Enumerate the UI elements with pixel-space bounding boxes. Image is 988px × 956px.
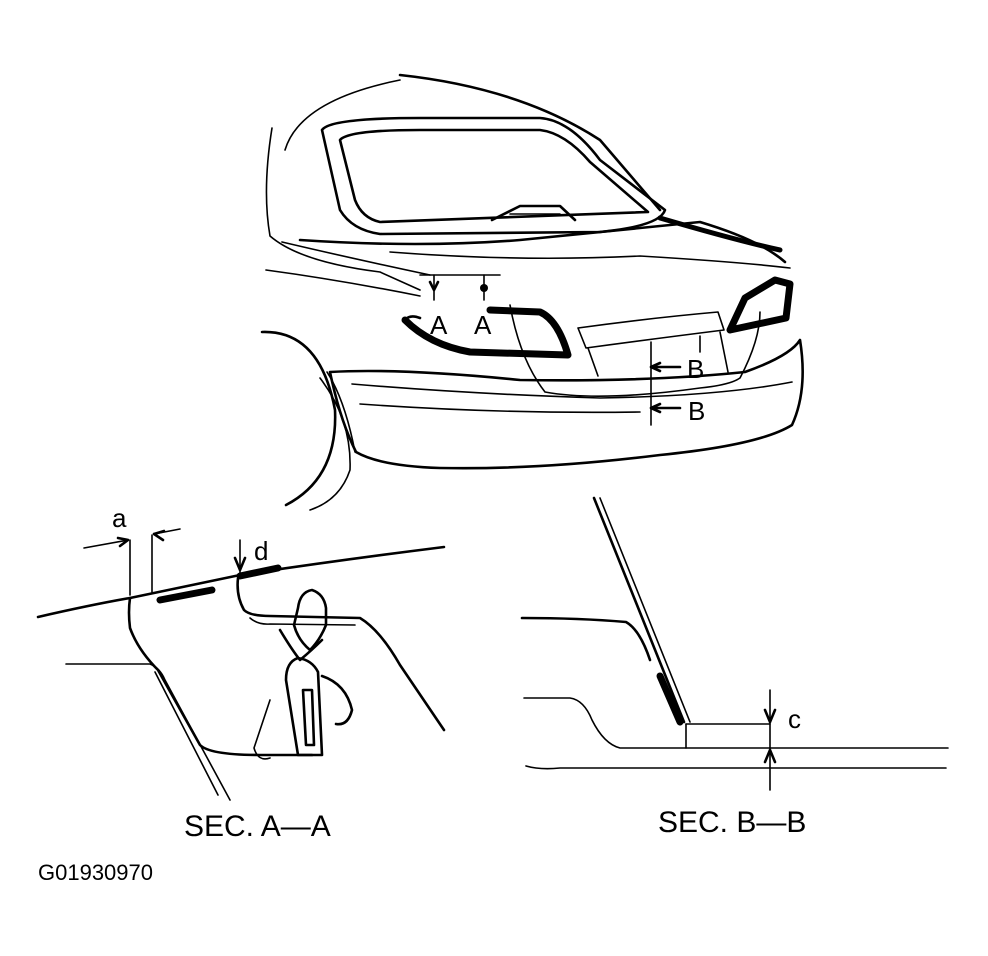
figure-id: G01930970 xyxy=(38,860,153,885)
section-b-caption: SEC. B—B xyxy=(658,806,806,839)
section-a-caption: SEC. A—A xyxy=(184,810,331,843)
section-b-marker-lower: B xyxy=(688,396,705,426)
section-a-marker-right: A xyxy=(474,310,492,340)
section-b-detail: c SEC. B—B xyxy=(520,496,949,839)
dimension-c-label: c xyxy=(788,704,801,734)
car-rear-view: A A B B xyxy=(260,73,804,511)
section-a-marker-left: A xyxy=(430,310,448,340)
dimension-d-label: d xyxy=(254,536,268,566)
dimension-a-label: a xyxy=(112,503,127,533)
section-a-detail: a d SEC. A—A xyxy=(36,503,446,843)
section-b-marker-upper: B xyxy=(687,354,704,384)
